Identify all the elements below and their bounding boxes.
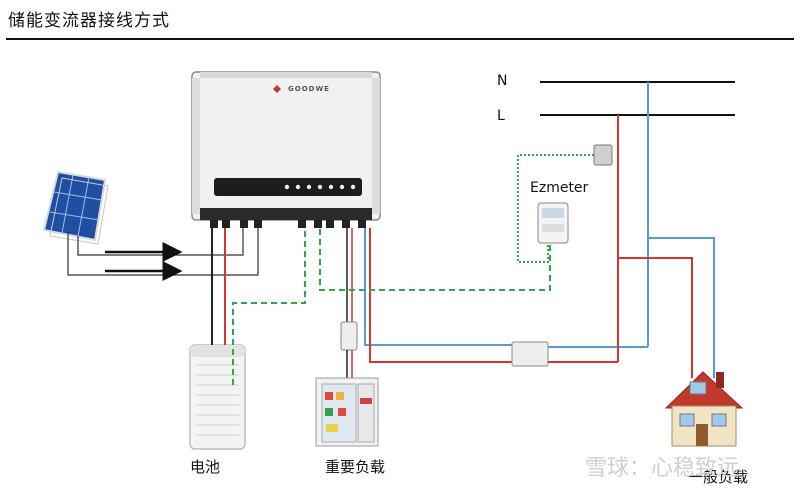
page-title: 储能变流器接线方式 [8, 11, 170, 31]
critical-load-label: 重要负载 [325, 458, 386, 476]
ct-sensor-icon [593, 144, 613, 166]
battery-icon [189, 344, 246, 450]
ac-breaker-icon [511, 341, 549, 367]
solar-panel-icon [42, 170, 109, 245]
meter-label: Ezmeter [530, 180, 589, 196]
critical-breaker-icon [340, 321, 358, 351]
live-label: L [497, 108, 505, 124]
pv-input-wires [67, 223, 259, 281]
battery-label: 电池 [190, 458, 221, 476]
inverter-brand-logo: GOODWE [288, 85, 330, 93]
neutral-label: N [497, 73, 508, 89]
inverter-icon [191, 71, 381, 228]
refrigerator-icon [315, 377, 379, 447]
general-load-label: 一般负载 [688, 468, 749, 486]
ezmeter-icon [537, 202, 569, 244]
title-divider [6, 38, 794, 40]
watermark: 雪球：心稳致远 [585, 456, 740, 481]
house-icon [664, 371, 744, 447]
